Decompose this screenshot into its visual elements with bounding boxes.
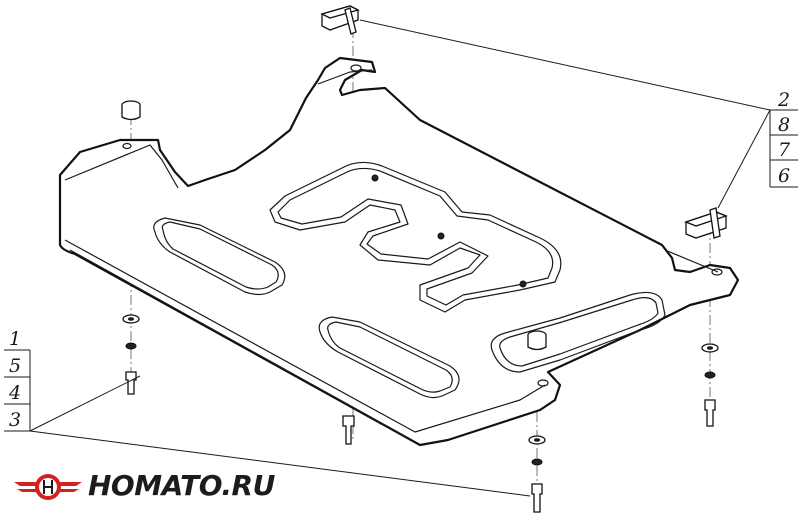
callout-4: 4: [8, 382, 21, 404]
callout-6: 6: [778, 165, 790, 187]
spacer-bushing-left: [121, 100, 141, 121]
callout-1: 1: [9, 328, 21, 350]
callout-3: 3: [9, 409, 21, 431]
clip-nut-right: [684, 207, 728, 239]
fastener-stack-center: [342, 415, 355, 445]
callout-2: 2: [777, 89, 790, 111]
winged-emblem-icon: [14, 474, 82, 500]
callout-7: 7: [778, 139, 791, 161]
callout-box-left: 1 5 4 3: [4, 328, 31, 432]
skid-plate: [58, 56, 740, 447]
logo-wordmark: HOMATO.RU: [88, 469, 275, 502]
fastener-stack-right: [701, 343, 719, 427]
callout-5: 5: [9, 355, 21, 377]
leader-lines: [29, 19, 771, 497]
callout-8: 8: [778, 114, 790, 136]
spacer-bushing-center: [527, 330, 547, 351]
callout-box-right: 2 8 7 6: [769, 89, 798, 188]
fastener-stack-bottom: [528, 435, 546, 513]
clip-nut-top: [320, 5, 360, 35]
brand-logo: HOMATO.RU: [12, 462, 275, 512]
fastener-stack-left: [122, 314, 140, 395]
